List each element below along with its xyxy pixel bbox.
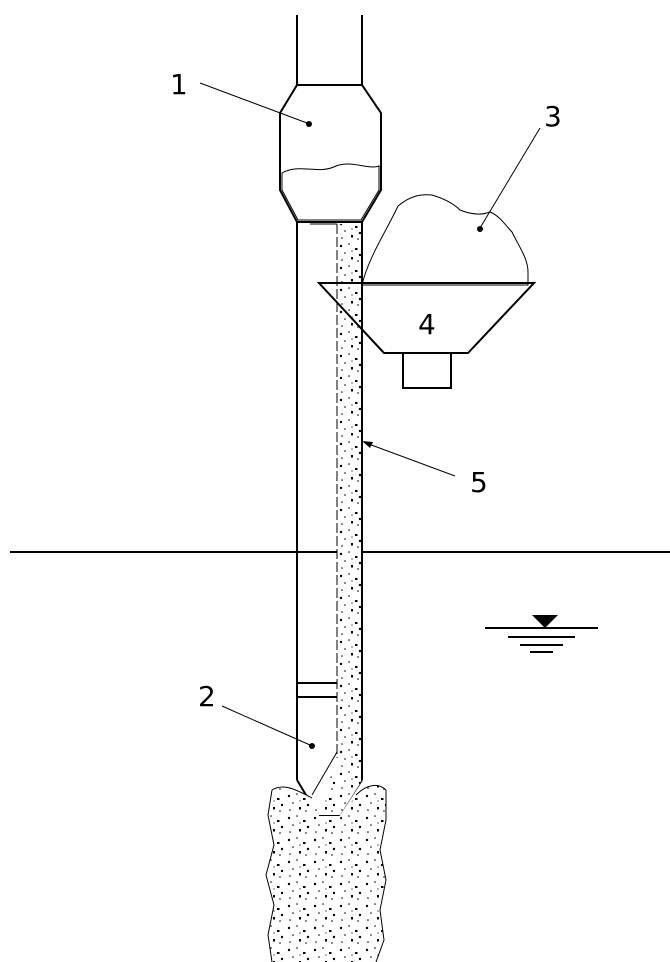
hopper-chamber (279, 84, 382, 223)
leader-lines (199, 82, 541, 749)
chamber-aggregate-fill (281, 163, 380, 221)
label-2: 2 (198, 680, 216, 713)
label-5: 5 (470, 466, 488, 499)
label-4: 4 (418, 308, 436, 341)
feed-funnel (316, 282, 537, 389)
water-table-symbol (485, 615, 598, 653)
label-1: 1 (170, 68, 188, 101)
stone-column (265, 784, 387, 962)
aggregate-pile (361, 194, 529, 286)
feed-pipe (310, 223, 361, 815)
label-3: 3 (544, 100, 562, 133)
top-pipe (296, 15, 363, 85)
